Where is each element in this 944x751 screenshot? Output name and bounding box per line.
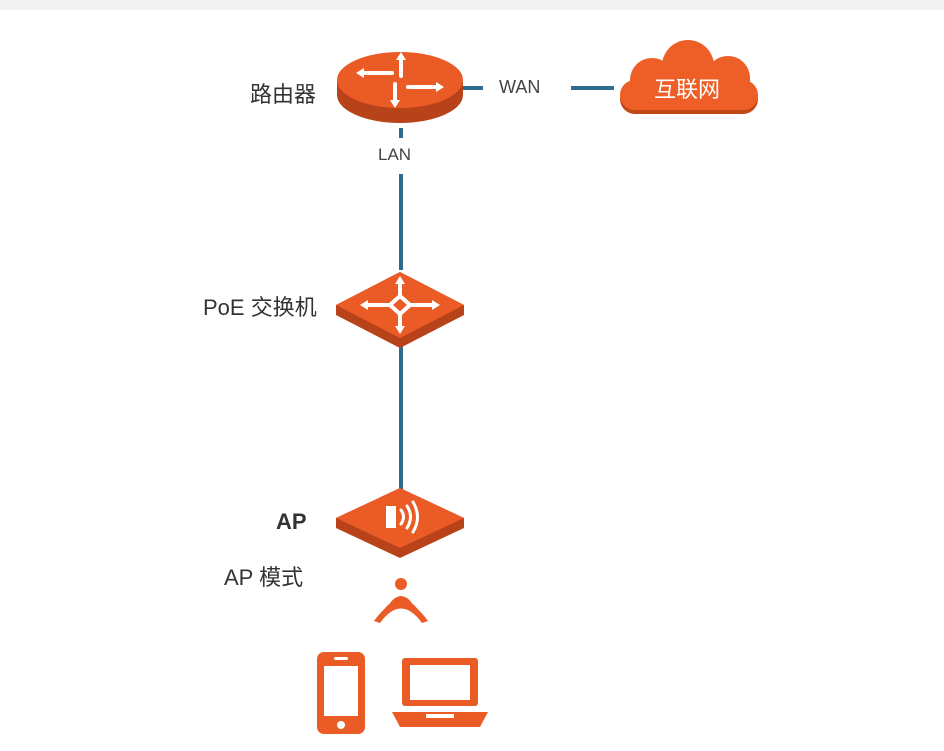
top-bar [0,0,944,10]
router-label: 路由器 [250,82,317,107]
switch-label: PoE 交换机 [203,295,317,320]
laptop-icon [392,658,488,727]
lan-link-label: LAN [378,145,412,164]
internet-label: 互联网 [654,77,721,102]
ap-label: AP [276,509,307,534]
ap-icon [336,488,464,558]
ap-mode-label: AP 模式 [224,565,304,590]
router-icon [337,52,463,123]
cloud-icon [620,40,758,114]
phone-icon [317,652,365,734]
wan-link-label: WAN [499,77,541,97]
wifi-signal-icon [374,578,428,623]
switch-icon [336,272,464,348]
